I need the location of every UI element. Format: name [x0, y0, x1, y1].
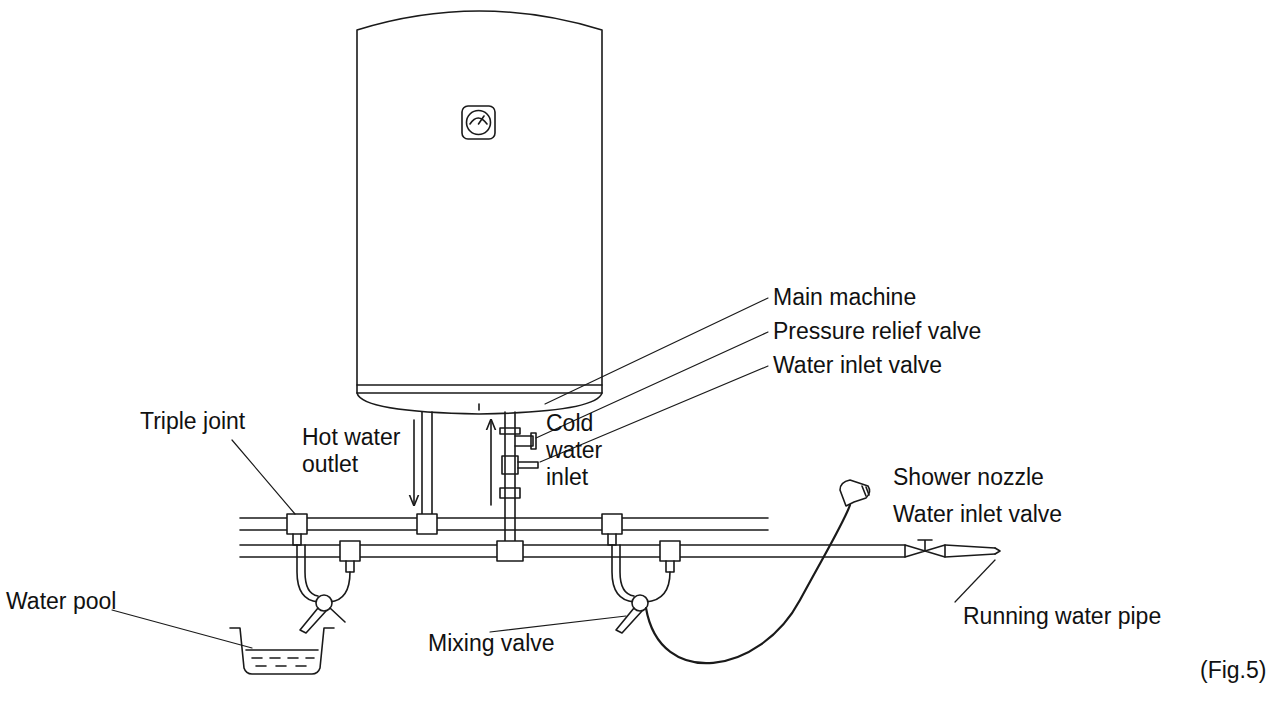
part-label: Water pool: [6, 588, 116, 615]
mixing-valve-right: [608, 534, 674, 633]
water-pool: [230, 628, 334, 674]
part-label: Triple joint: [140, 408, 245, 435]
part-label: Cold water inlet: [546, 410, 608, 491]
shower-hose: [646, 480, 870, 663]
part-label: Water inlet valve: [773, 352, 942, 379]
part-label: Water inlet valve: [893, 501, 1062, 528]
riser-pipes: [414, 412, 538, 545]
leader-lines: [112, 298, 995, 648]
part-label: Hot water outlet: [302, 424, 414, 478]
heater-tank: [357, 11, 602, 414]
part-label: Main machine: [773, 284, 916, 311]
part-label: Shower nozzle: [893, 464, 1044, 491]
figure-caption: (Fig.5): [1200, 657, 1266, 684]
part-label: Pressure relief valve: [773, 318, 981, 345]
mixing-valve-left: [293, 534, 354, 633]
part-label: Mixing valve: [428, 630, 555, 657]
part-label: Running water pipe: [963, 603, 1161, 630]
